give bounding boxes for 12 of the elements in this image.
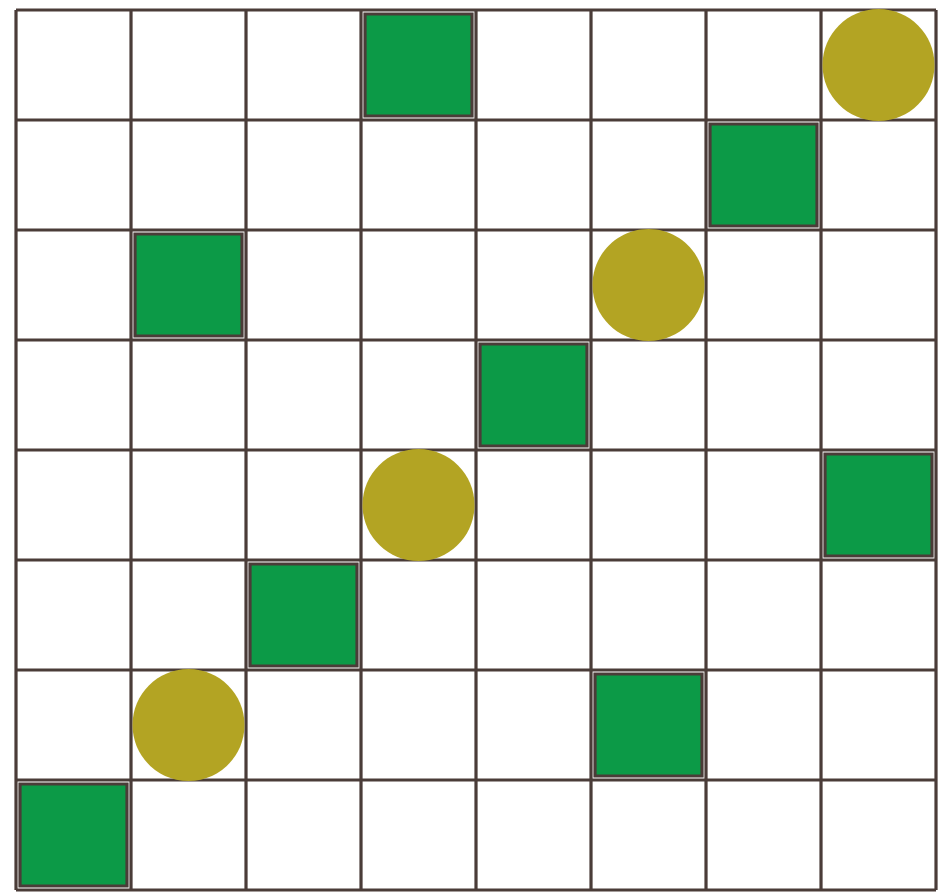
square-marker	[363, 12, 474, 118]
square-marker	[823, 452, 934, 558]
square-marker	[18, 782, 129, 888]
square-marker	[248, 562, 359, 668]
circle-marker	[132, 669, 245, 781]
circle-marker	[362, 449, 475, 561]
square-marker	[708, 122, 819, 228]
square-marker	[478, 342, 589, 448]
square-marker	[593, 672, 704, 778]
square-marker	[133, 232, 244, 338]
circle-marker	[592, 229, 705, 341]
circle-marker	[822, 9, 935, 121]
